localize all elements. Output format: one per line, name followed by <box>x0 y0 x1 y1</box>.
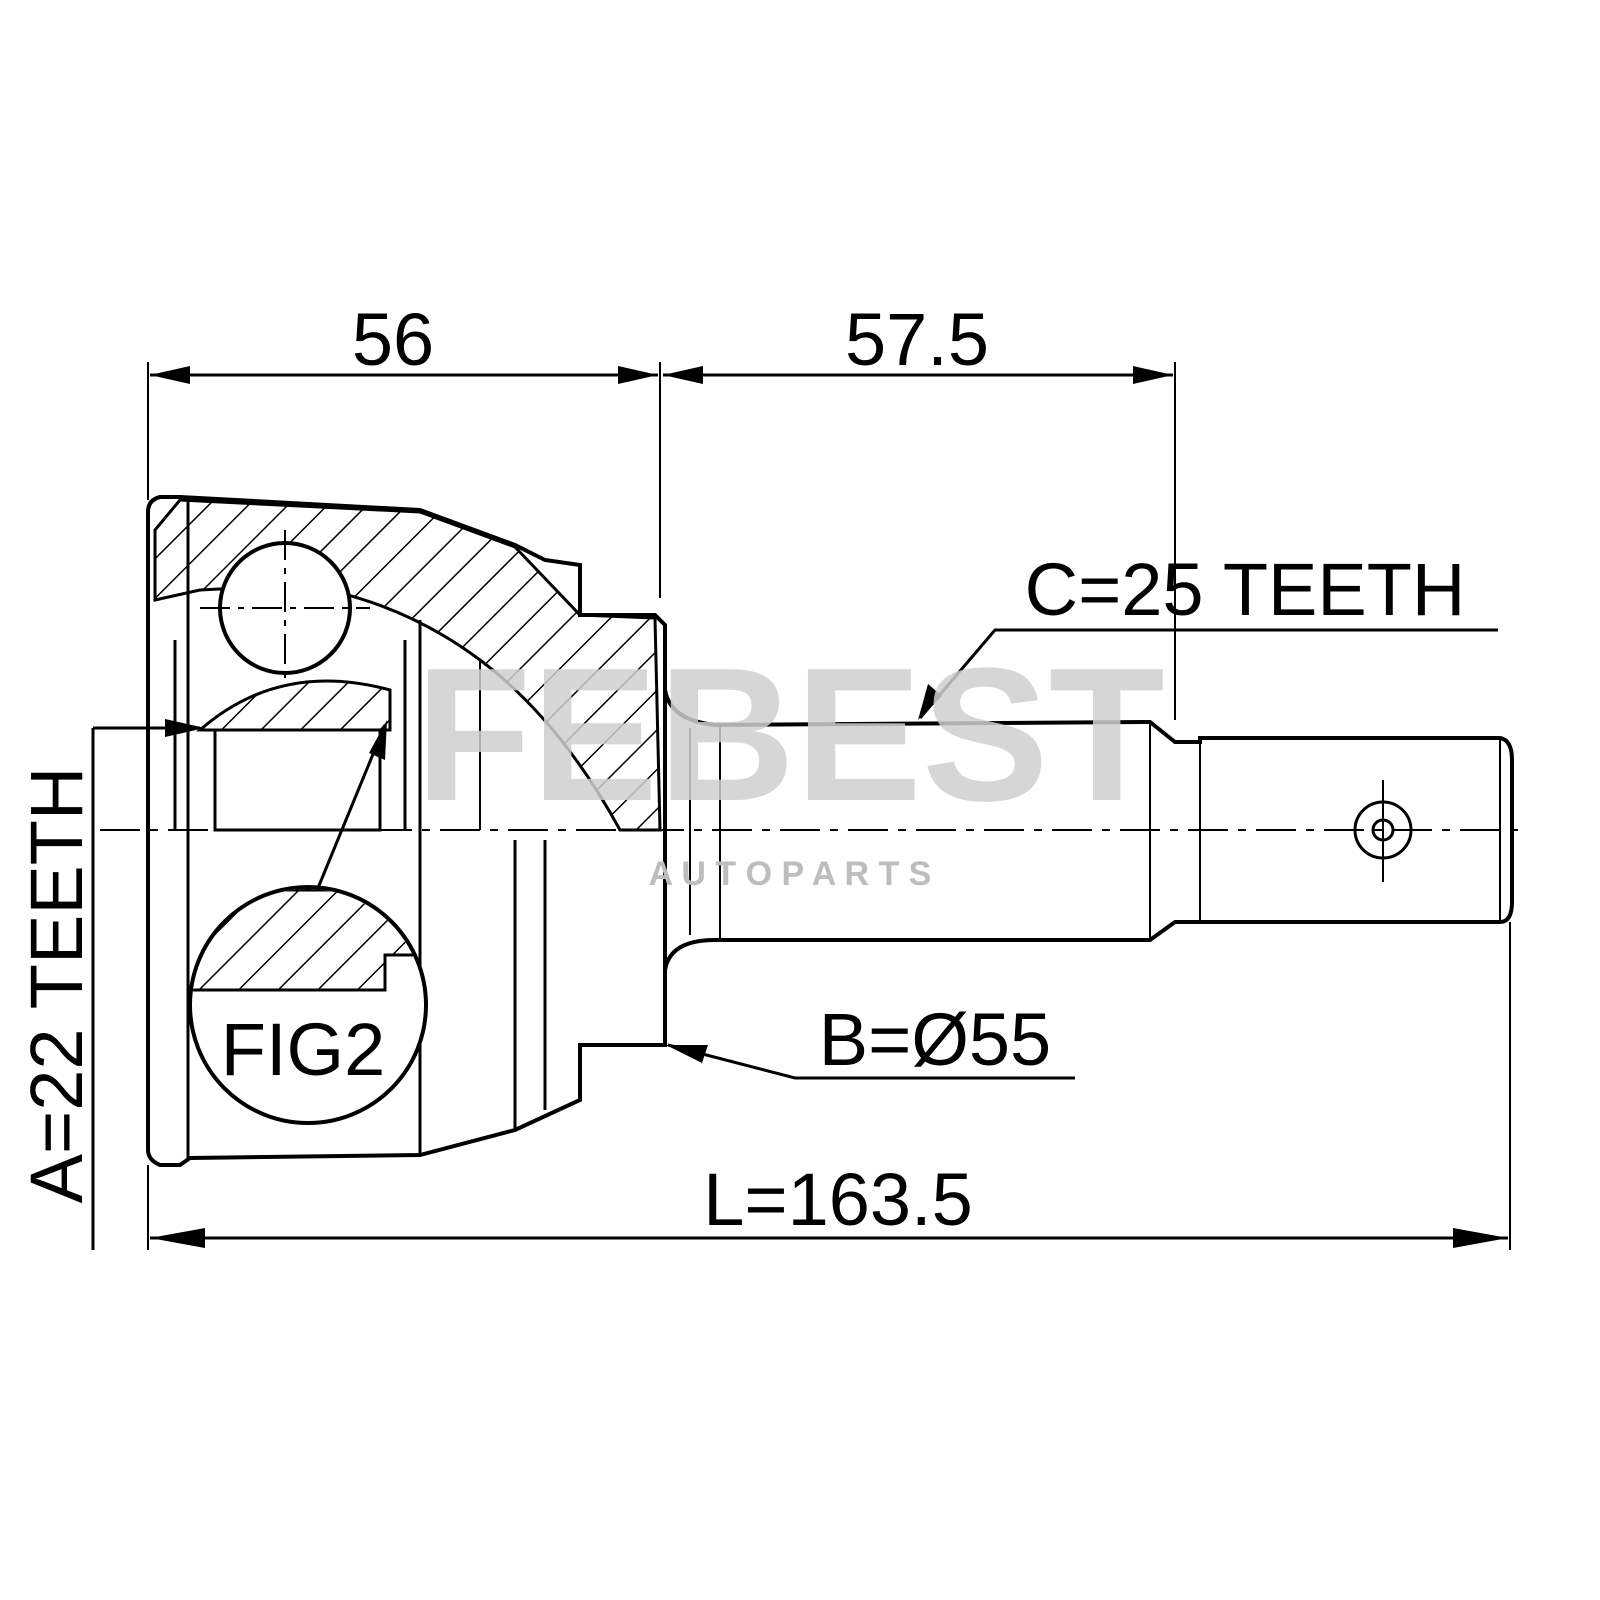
center-mark-icon <box>1353 780 1413 882</box>
outer-spline-label: C=25 TEETH <box>1025 548 1466 631</box>
watermark: FEBEST A U T O P A R T S <box>415 629 1165 893</box>
inner-spline-bore <box>213 728 382 832</box>
fig2-label: FIG2 <box>221 1008 385 1091</box>
leader-outer-spline <box>918 628 1498 719</box>
diameter-label: B=Ø55 <box>819 998 1051 1081</box>
leader-arrow <box>918 684 942 720</box>
leader-arrow <box>165 719 205 737</box>
dimension-56: 56 <box>352 298 434 381</box>
dimension-overall-length: L=163.5 <box>703 1158 973 1241</box>
dimension-57-5: 57.5 <box>845 298 989 381</box>
inner-spline-label: A=22 TEETH <box>15 767 98 1204</box>
leader-arrow <box>666 1045 708 1063</box>
watermark-tagline: A U T O P A R T S <box>649 855 932 893</box>
watermark-brand: FEBEST <box>415 629 1165 841</box>
leader-diameter <box>667 1043 1075 1080</box>
leader-arrow <box>369 720 387 760</box>
inner-race-hatch <box>196 679 392 732</box>
